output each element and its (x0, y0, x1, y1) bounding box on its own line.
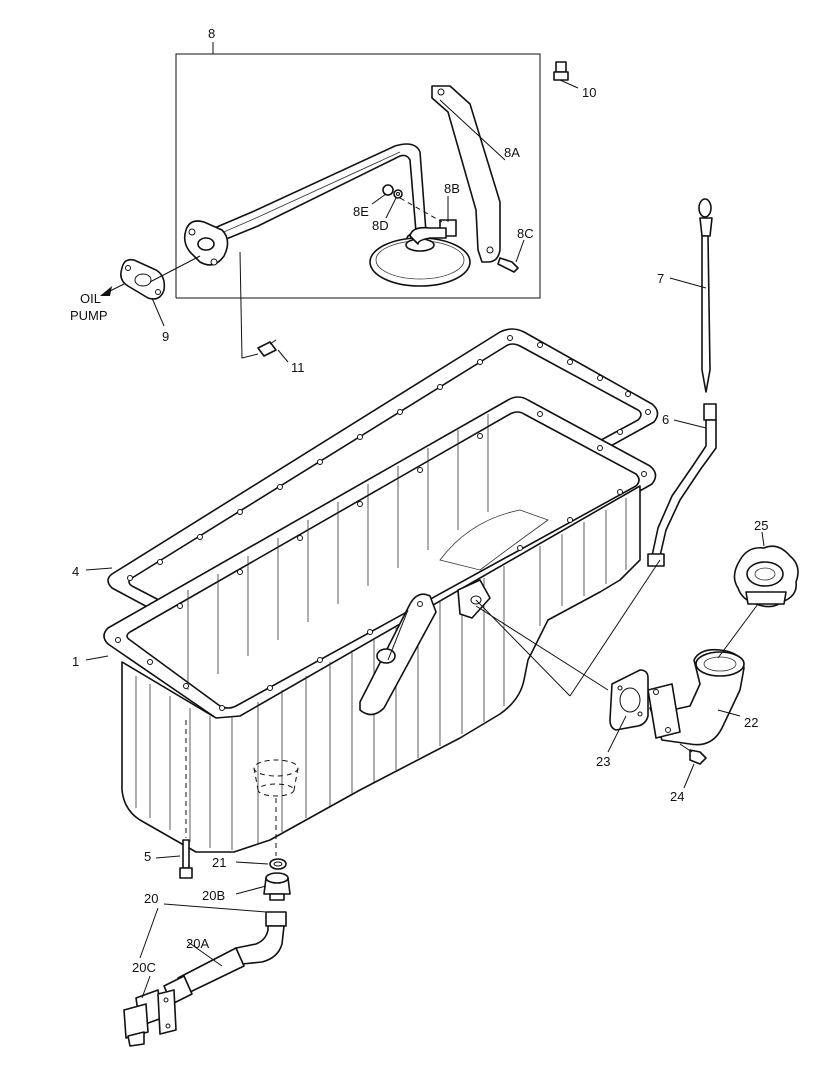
callout-5: 5 (144, 849, 151, 864)
callout-4: 4 (72, 564, 79, 579)
callout-6: 6 (662, 412, 669, 427)
oil-pump-label-line2: PUMP (70, 308, 108, 323)
callout-7: 7 (657, 271, 664, 286)
oil-filler-neck (647, 648, 745, 746)
oil-fill-cap (733, 545, 799, 608)
bolt-5 (179, 839, 193, 879)
callout-8e: 8E (353, 204, 369, 219)
leader-lines (85, 79, 765, 999)
drain-hose-20a (163, 911, 287, 1005)
pickup-bracket (409, 85, 501, 263)
callout-8c: 8C (517, 226, 534, 241)
dipstick (698, 198, 713, 393)
callout-10: 10 (582, 85, 596, 100)
callout-23: 23 (596, 754, 610, 769)
callout-8d: 8D (372, 218, 389, 233)
bolt-24 (679, 743, 707, 765)
callout-22: 22 (744, 715, 758, 730)
callout-20c: 20C (132, 960, 156, 975)
callout-labels: 8 10 8A 8B 8E 8D 8C 7 OIL PUMP 9 11 6 25… (70, 26, 768, 975)
drain-valve-20c (123, 989, 177, 1047)
filler-neck-gasket (609, 669, 649, 731)
callout-11: 11 (291, 360, 305, 375)
callout-1: 1 (72, 654, 79, 669)
callout-8b: 8B (444, 181, 460, 196)
dipstick-tube (647, 403, 717, 567)
callout-20b: 20B (202, 888, 225, 903)
oil-pickup-tube (183, 143, 471, 287)
callout-20: 20 (144, 891, 158, 906)
washer-21 (269, 858, 287, 870)
nut-and-washer (382, 184, 443, 223)
callout-8: 8 (208, 26, 215, 41)
callout-8a: 8A (504, 145, 520, 160)
drain-fitting-20b (263, 872, 291, 901)
callout-9: 9 (162, 329, 169, 344)
pickup-tube-detail-box (175, 42, 541, 299)
oil-pan (103, 396, 657, 853)
bolt-8c (497, 257, 519, 273)
callout-25: 25 (754, 518, 768, 533)
oil-pump-label-line1: OIL (80, 291, 101, 306)
callout-20a: 20A (186, 936, 209, 951)
pickup-gasket (120, 258, 166, 300)
bolt-10 (553, 61, 569, 81)
bolt-11 (257, 339, 277, 357)
callout-21: 21 (212, 855, 226, 870)
callout-24: 24 (670, 789, 684, 804)
